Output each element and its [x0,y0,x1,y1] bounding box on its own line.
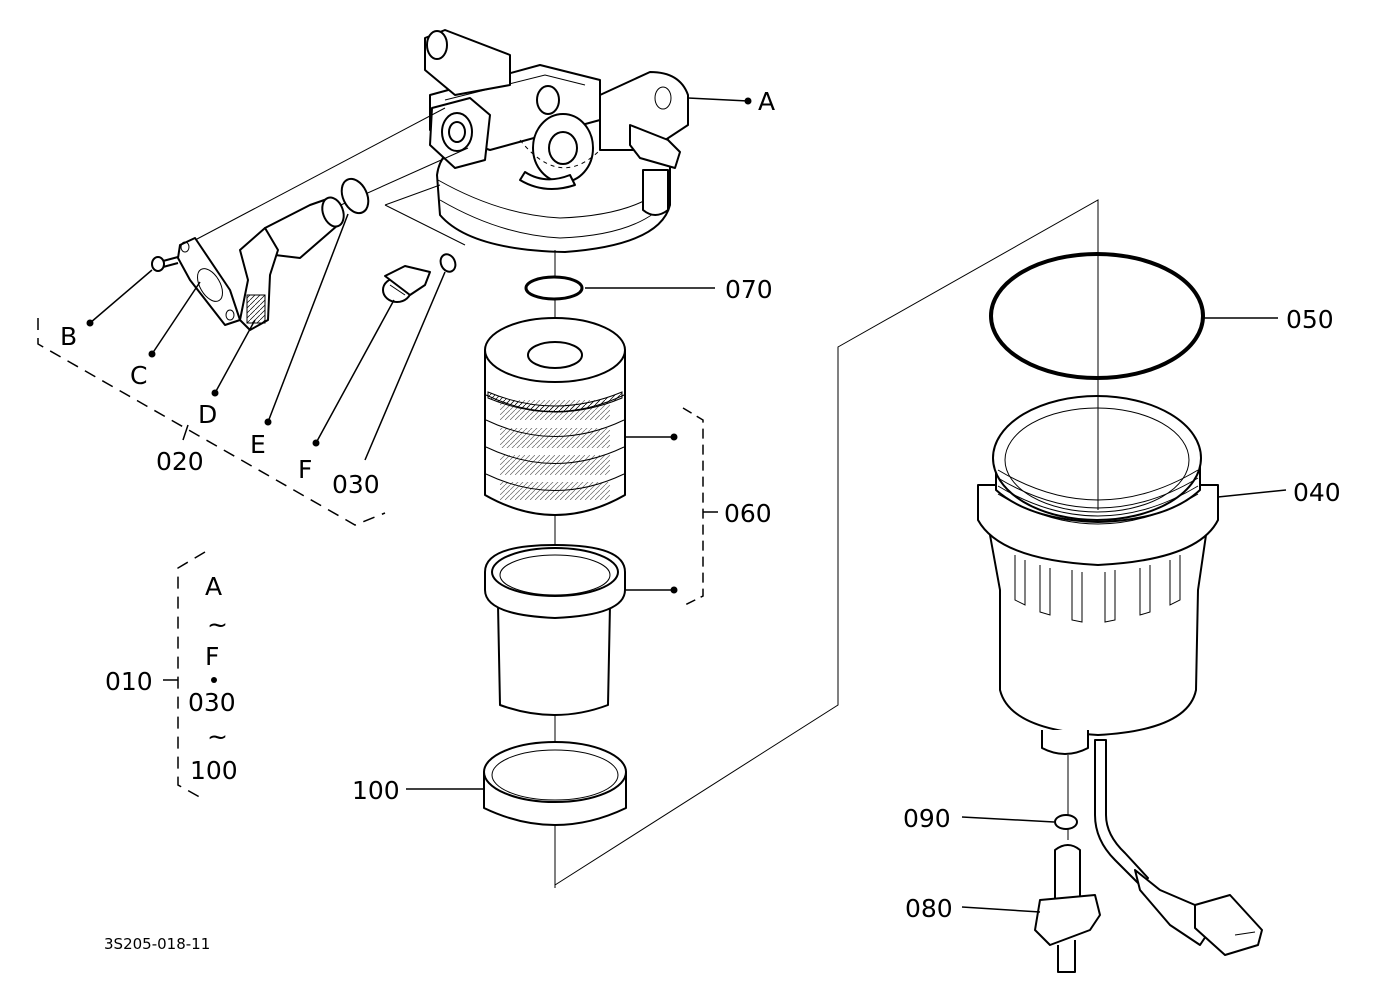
assembly-line-1: A [205,572,222,601]
part-C-gasket [177,237,241,326]
part-E-o-ring [340,177,370,215]
assembly-line-4: 030 [188,688,236,717]
label-040: 040 [1293,478,1341,507]
label-080: 080 [905,894,953,923]
label-F: F [298,455,312,484]
label-020: 020 [156,447,204,476]
label-100: 100 [352,776,400,805]
group-020-boundary [37,318,386,526]
label-050: 050 [1286,305,1334,334]
assembly-line-5: ~ [207,722,228,751]
label-B: B [60,322,77,351]
part-B-screw [151,256,179,272]
label-C: C [130,361,147,390]
part-D-lever [239,196,345,331]
part-090-o-ring [1054,814,1078,830]
part-040-bowl [977,395,1219,886]
part-060-cup [484,544,626,716]
label-060: 060 [724,499,772,528]
filter-head [424,29,689,253]
part-030-o-ring [439,253,457,273]
part-080-drain-sensor [1034,844,1263,973]
assembly-line-6: 100 [190,756,238,785]
part-F-plug [382,265,431,303]
assembly-010-bracket [177,551,206,801]
part-050-o-ring [989,252,1205,380]
part-060-filter-element [484,317,626,516]
label-A: A [758,87,775,116]
part-100-ring [483,741,627,826]
assembly-line-3: F [205,642,219,671]
label-E: E [250,430,266,459]
part-070-o-ring [524,275,584,301]
label-D: D [198,400,217,429]
label-030: 030 [332,470,380,499]
drawing-code: 3S205-018-11 [104,935,210,953]
label-010: 010 [105,667,153,696]
label-090: 090 [903,804,951,833]
label-070: 070 [725,275,773,304]
assembly-line-2: ~ [207,610,228,639]
